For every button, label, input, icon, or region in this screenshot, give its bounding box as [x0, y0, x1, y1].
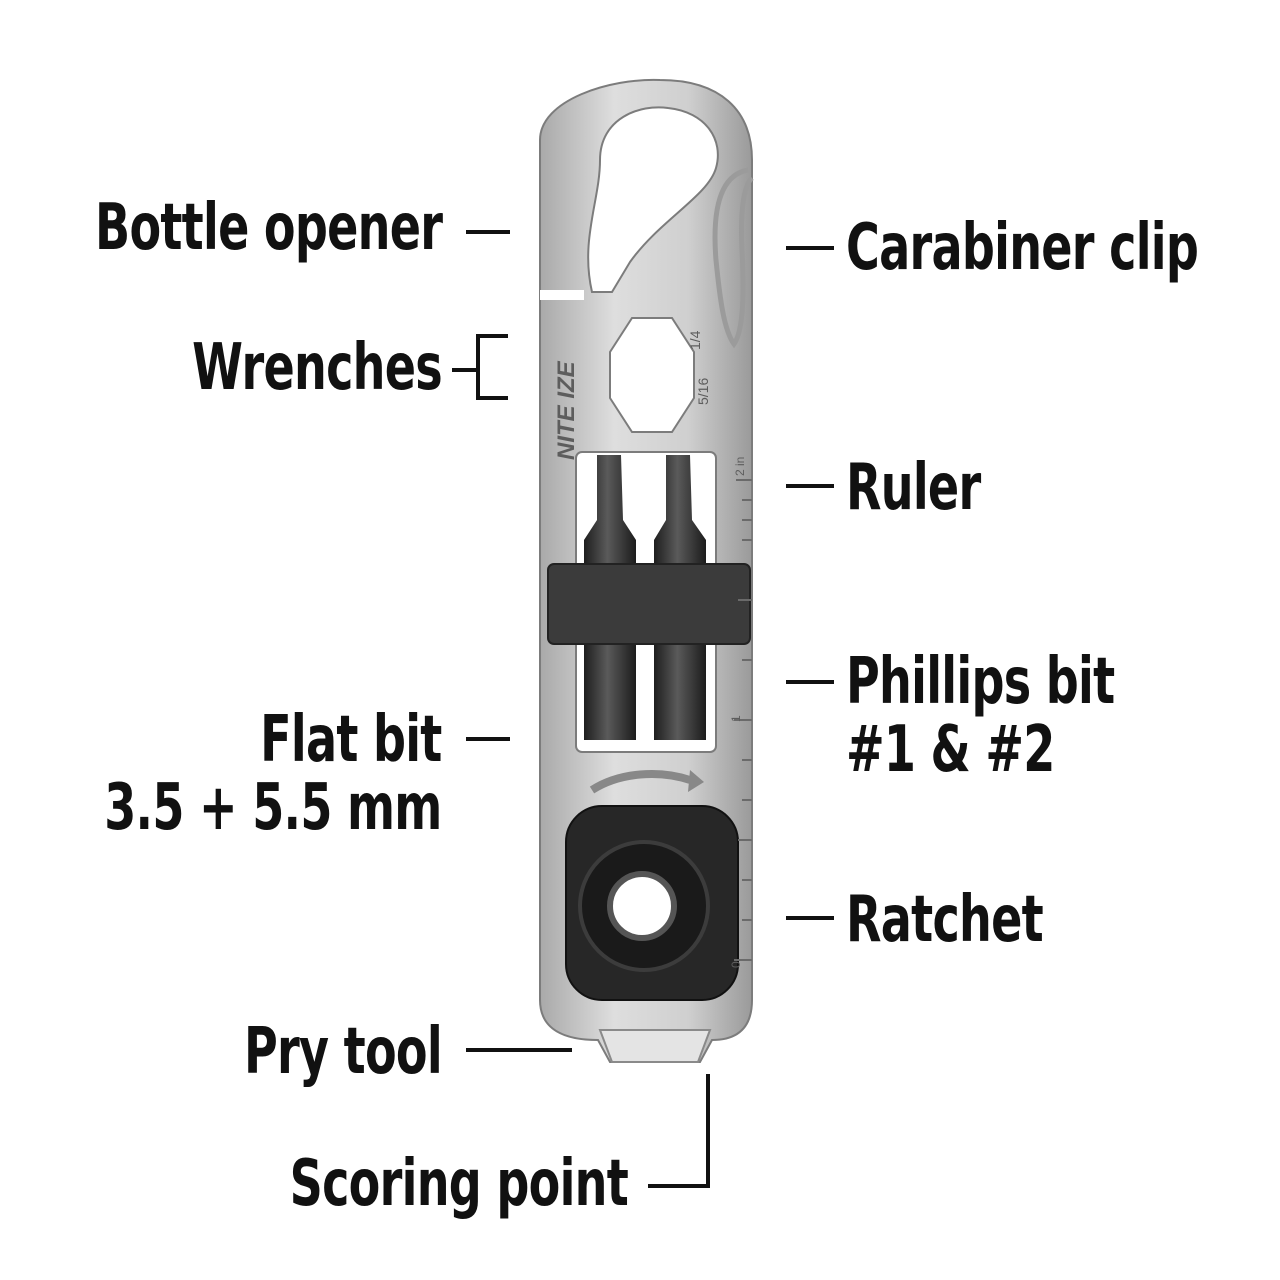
wrench-hex-cutout	[609, 317, 695, 433]
leader-pry-tool	[466, 1048, 572, 1052]
leader-phillips-bit	[786, 680, 834, 684]
leader-bottle-opener	[466, 230, 510, 234]
label-phillips-bit-line2: #1 & #2	[846, 713, 1055, 787]
carabiner-gate	[712, 167, 754, 349]
leader-scoring-point-vertical	[706, 1074, 710, 1188]
brand-engraving: NITE IZE	[553, 360, 580, 460]
carabiner-cutout	[587, 106, 719, 293]
label-wrenches: Wrenches	[192, 331, 443, 405]
ratchet-socket	[607, 871, 677, 941]
leader-wrenches	[452, 368, 478, 372]
label-ratchet: Ratchet	[846, 883, 1044, 957]
wrench-size-small: 1/4	[687, 330, 703, 350]
label-pry-tool: Pry tool	[244, 1015, 443, 1089]
ruler-zero-label: 0	[729, 961, 743, 968]
label-carabiner-clip: Carabiner clip	[846, 211, 1199, 285]
bit-retainer-band	[547, 563, 751, 645]
label-bottle-opener: Bottle opener	[94, 191, 443, 265]
leader-ruler	[786, 484, 834, 488]
label-flat-bit-line2: 3.5 + 5.5 mm	[104, 771, 443, 845]
direction-arrow	[589, 770, 692, 794]
leader-carabiner-clip	[786, 246, 834, 250]
bracket-wrenches-vert	[476, 334, 480, 400]
bracket-wrenches-top	[476, 334, 508, 338]
leader-scoring-point-horizontal	[648, 1184, 710, 1188]
label-phillips-bit-line1: Phillips bit	[846, 645, 1115, 719]
ruler-ticks	[734, 479, 752, 961]
label-phillips-bit: Phillips bit #1 & #2	[846, 645, 1115, 787]
leader-ratchet	[786, 916, 834, 920]
bracket-wrenches-bottom	[476, 396, 508, 400]
label-ruler: Ruler	[846, 451, 981, 525]
leader-flat-bit	[466, 737, 510, 741]
bottle-opener-notch	[540, 290, 584, 300]
label-scoring-point: Scoring point	[289, 1147, 629, 1221]
label-flat-bit: Flat bit 3.5 + 5.5 mm	[104, 703, 443, 845]
pry-tip	[598, 1029, 712, 1063]
ruler-top-label: 2 in	[733, 457, 747, 476]
ruler-mid-label: 1	[729, 715, 743, 722]
wrench-size-large: 5/16	[695, 378, 711, 405]
label-flat-bit-line1: Flat bit	[260, 703, 443, 777]
